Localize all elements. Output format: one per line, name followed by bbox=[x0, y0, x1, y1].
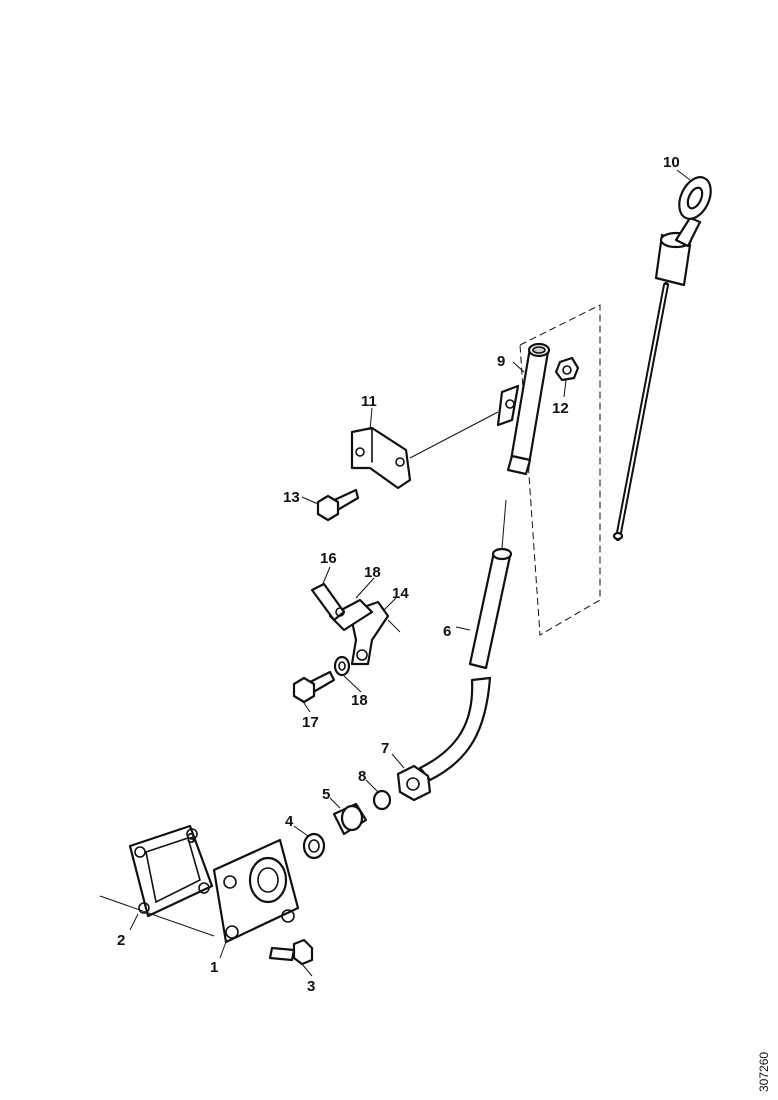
callout-labels: 10 9 12 11 13 16 18 14 6 18 17 7 8 5 4 3… bbox=[117, 154, 680, 995]
callout-18-lower: 18 bbox=[351, 692, 368, 709]
cover-plate-part-1 bbox=[212, 838, 300, 944]
clamp-bracket-part-14 bbox=[310, 582, 390, 666]
leader-lines bbox=[99, 169, 691, 977]
dipstick-part-10 bbox=[612, 176, 712, 541]
callout-10: 10 bbox=[663, 154, 680, 171]
callout-3-lower: 3 bbox=[307, 978, 315, 995]
callout-8: 8 bbox=[358, 768, 366, 785]
callout-14: 14 bbox=[392, 585, 409, 602]
callout-16: 16 bbox=[320, 550, 337, 567]
callout-5: 5 bbox=[322, 786, 330, 803]
callout-12: 12 bbox=[552, 400, 569, 417]
callout-4: 4 bbox=[285, 813, 294, 830]
gasket-part-2 bbox=[128, 824, 214, 918]
guide-tube-part-9 bbox=[496, 342, 551, 476]
callout-1: 1 bbox=[210, 959, 218, 976]
callout-17: 17 bbox=[302, 714, 319, 731]
bolt-part-17 bbox=[292, 655, 351, 704]
callout-11: 11 bbox=[361, 393, 377, 410]
bolt-part-13 bbox=[316, 488, 360, 522]
bracket-part-11 bbox=[350, 426, 412, 490]
callout-13: 13 bbox=[283, 489, 300, 506]
fitting-parts-4-5-7-8 bbox=[302, 764, 432, 860]
callout-6: 6 bbox=[443, 623, 451, 640]
callout-7: 7 bbox=[381, 740, 389, 757]
callout-2: 2 bbox=[117, 932, 125, 949]
nut-part-12 bbox=[554, 356, 580, 382]
tube-part-6 bbox=[418, 547, 513, 782]
reference-number: 307260 bbox=[757, 1052, 771, 1092]
callout-3-upper: 3 bbox=[187, 830, 195, 847]
assembly-outline bbox=[519, 304, 601, 636]
callout-9: 9 bbox=[497, 353, 505, 370]
bolt-part-3 bbox=[268, 938, 314, 966]
callout-18-upper: 18 bbox=[364, 564, 381, 581]
